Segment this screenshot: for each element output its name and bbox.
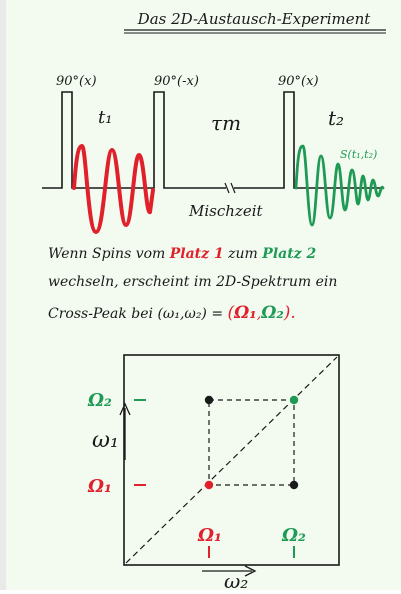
pulse-sequence-baseline [42, 91, 384, 189]
line3-open: ( [228, 303, 235, 323]
omega2-x-label: Ω₂ [281, 525, 306, 546]
tau-m-label: τm [211, 111, 241, 135]
diagonal-line [125, 356, 338, 564]
platz-1: Platz 1 [169, 246, 224, 262]
break-mark-1 [224, 182, 230, 194]
break-mark-2 [230, 182, 236, 194]
omega1-axis-label: ω₁ [92, 428, 119, 453]
line3-comma: , [257, 306, 261, 322]
omega2-axis-label: ω₂ [224, 569, 248, 590]
cross-peak-top-left [204, 395, 214, 405]
sketch-canvas: Das 2D-Austausch-Experiment 90°(x) 90°(-… [42, 10, 386, 593]
omega2-arrowhead [244, 565, 257, 577]
diagonal-peak-omega1 [204, 480, 214, 490]
t2-label: t₂ [328, 106, 344, 130]
explanation-line-2: wechseln, erscheint im 2D-Spektrum ein [48, 274, 337, 290]
pulse-3-label: 90°(x) [278, 74, 319, 89]
omega2-y-label: Ω₂ [87, 390, 112, 411]
peak-connection-square [208, 399, 295, 486]
page-title: Das 2D-Austausch-Experiment [137, 10, 372, 28]
omega1-x-label: Ω₁ [197, 525, 222, 546]
platz-2: Platz 2 [261, 246, 316, 262]
line3-prefix: Cross-Peak bei (ω₁,ω₂) = [48, 306, 228, 322]
mixing-time-label: Mischzeit [188, 202, 263, 220]
cross-peak-bottom-right [289, 480, 299, 490]
t1-label: t₁ [98, 107, 112, 128]
explanation-line-1: Wenn Spins vom Platz 1 zum Platz 2 [48, 246, 317, 262]
pulse-2-label: 90°(-x) [154, 74, 199, 89]
cross-peak-omega1: Ω₁ [233, 303, 257, 323]
line3-close: ). [283, 303, 296, 323]
t1-fid-signal [72, 143, 155, 235]
cross-peak-omega2: Ω₂ [260, 303, 284, 323]
omega1-y-label: Ω₁ [87, 476, 112, 497]
diagonal-peak-omega2 [289, 395, 299, 405]
explanation-line-3: Cross-Peak bei (ω₁,ω₂) = (Ω₁,Ω₂). [48, 303, 296, 323]
spectrum-frame [123, 354, 340, 566]
line1-prefix: Wenn Spins vom [48, 246, 170, 262]
signal-label: S(t₁,t₂) [340, 148, 377, 161]
pulse-1-label: 90°(x) [56, 74, 97, 89]
t2-fid-signal [294, 144, 385, 227]
omega1-arrowhead [119, 402, 131, 416]
line1-mid: zum [224, 246, 263, 262]
